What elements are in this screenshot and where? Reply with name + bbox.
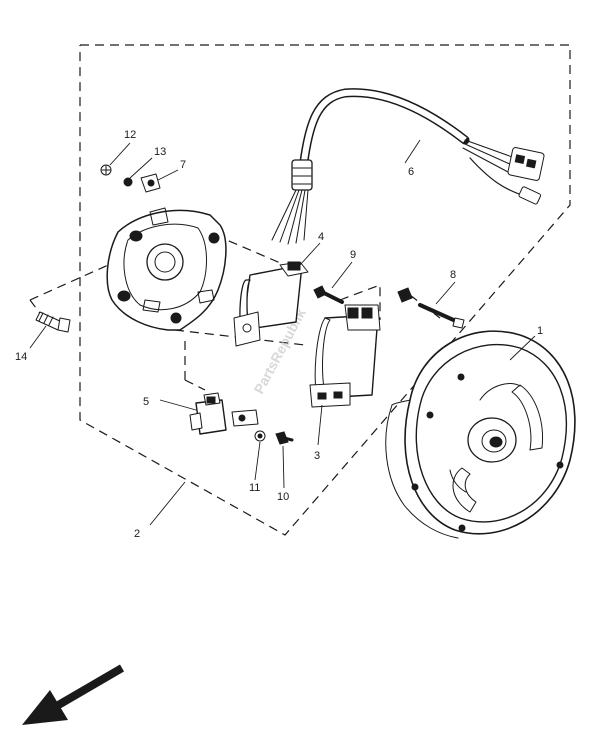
callout-3: 3 [314,450,320,462]
callout-11: 11 [249,482,260,494]
screw-9 [313,285,344,304]
callout-13: 13 [154,146,166,158]
callout-14: 14 [15,351,27,363]
callout-9: 9 [350,249,356,261]
callout-2: 2 [134,528,140,540]
callout-6: 6 [408,166,414,178]
callout-1: 1 [537,325,543,337]
clamp-7 [140,173,161,193]
washer-11 [254,430,266,442]
callout-8: 8 [450,269,456,281]
direction-arrow-icon [22,664,125,725]
callout-10: 10 [277,491,289,503]
screw-10 [275,431,294,445]
screw-12 [100,164,112,176]
assembly-boundary [79,44,571,536]
screw-14 [35,311,71,333]
callout-12: 12 [124,129,136,141]
callout-7: 7 [180,159,186,171]
wire-harness [271,88,545,245]
coil-3 [309,304,381,408]
callout-5: 5 [143,396,149,408]
bracket [231,409,259,427]
bolt-8 [397,287,465,329]
washer-13 [123,177,133,187]
callout-labels: 1 2 3 4 5 6 7 8 9 10 11 12 13 14 [15,129,543,540]
leader-lines [29,139,536,526]
callout-4: 4 [318,231,324,243]
flywheel-rotor [385,330,576,539]
pickup-coil-5 [189,392,227,435]
stator-base-plate [106,207,227,331]
coil-4 [233,261,309,347]
